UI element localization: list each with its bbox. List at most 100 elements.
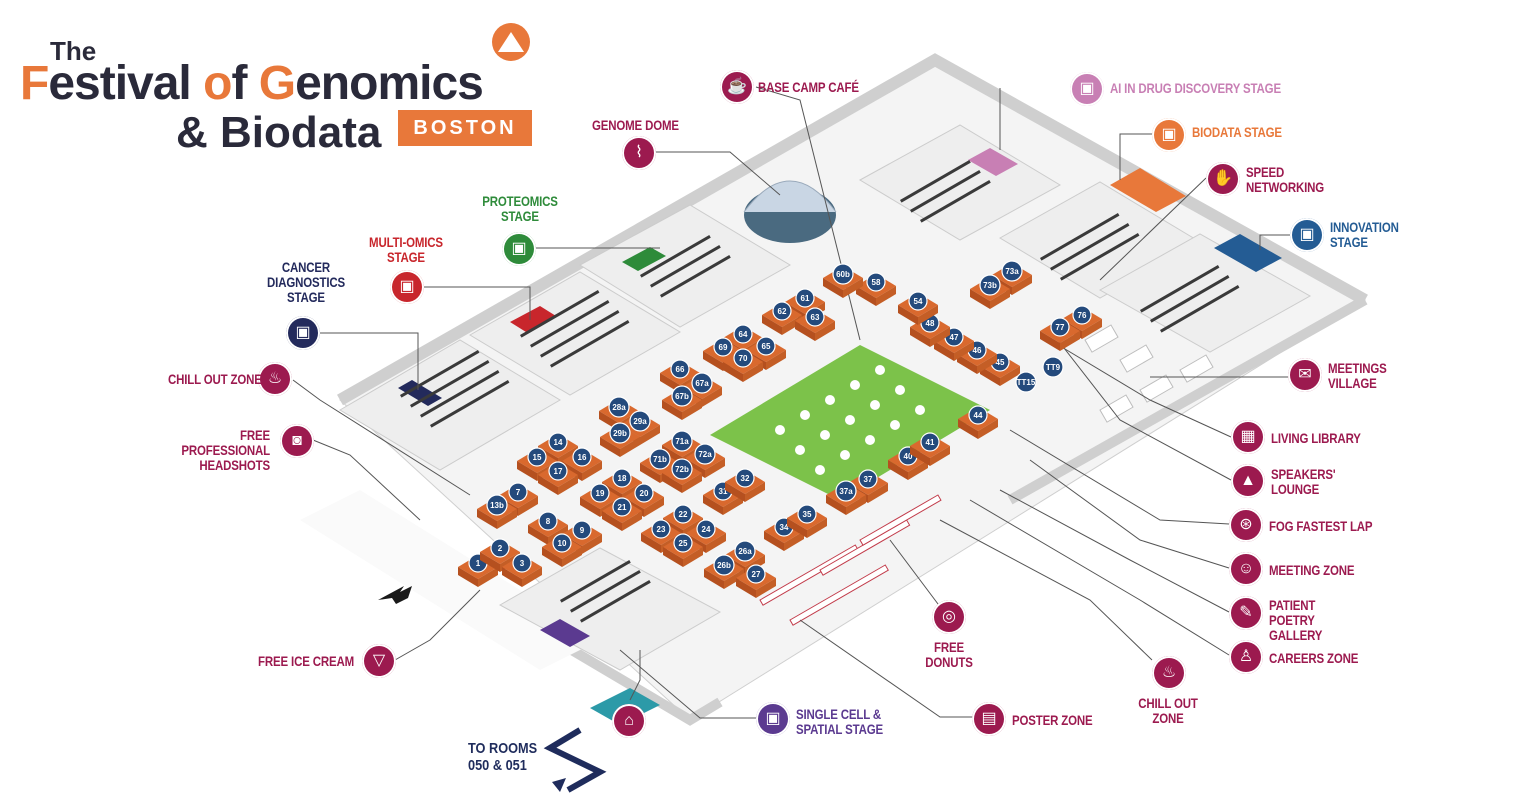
label-meetings-village[interactable]: MEETINGS VILLAGE <box>1328 360 1387 391</box>
dna-icon[interactable]: ⌇ <box>622 136 656 170</box>
booth-3[interactable]: 3 <box>502 553 542 587</box>
booth-13b[interactable]: 13b <box>477 494 517 529</box>
label-ai-in-drug-discovery-stage[interactable]: AI IN DRUG DISCOVERY STAGE <box>1110 80 1281 96</box>
booth-number-badge <box>772 301 792 321</box>
booth-number: 26a <box>738 547 752 556</box>
label-meeting-zone[interactable]: MEETING ZONE <box>1269 562 1355 578</box>
to-rooms-arrowhead <box>552 778 566 792</box>
label-chill-out-zone-left[interactable]: CHILL OUT ZONE <box>168 371 262 387</box>
meeting-icon[interactable]: ☺ <box>1229 552 1263 586</box>
donut-icon[interactable]: ◎ <box>932 600 966 634</box>
booth-41[interactable]: 41 <box>910 432 950 466</box>
podium-icon[interactable]: ▣ <box>286 316 320 350</box>
booth-17[interactable]: 17 <box>538 461 578 495</box>
booth-73b[interactable]: 73b <box>970 274 1010 309</box>
booth-TT15[interactable]: TT15 <box>1015 371 1037 393</box>
booth-16[interactable]: 16 <box>562 447 602 481</box>
label-free-ice-cream[interactable]: FREE ICE CREAM <box>258 653 354 669</box>
label-living-library[interactable]: LIVING LIBRARY <box>1271 430 1361 446</box>
booth-72a[interactable]: 72a <box>685 443 725 478</box>
booth-number-badge <box>673 504 693 524</box>
meetings-village-area <box>1084 324 1214 423</box>
podium-icon[interactable]: ▣ <box>1070 72 1104 106</box>
label-single-cell-spatial-stage[interactable]: SINGLE CELL & SPATIAL STAGE <box>796 706 883 737</box>
coffee-cup-icon[interactable]: ☕ <box>720 70 754 104</box>
ice-cream-icon[interactable]: ▽ <box>362 644 396 678</box>
booth-26b[interactable]: 26b <box>704 554 744 589</box>
booth-44[interactable]: 44 <box>958 405 998 439</box>
hanger-icon[interactable]: ⌂ <box>612 704 646 738</box>
label-speakers-lounge[interactable]: SPEAKERS' LOUNGE <box>1271 466 1336 497</box>
label-poster-zone[interactable]: POSTER ZONE <box>1012 712 1093 728</box>
booth-number: 8 <box>546 517 551 526</box>
podium-icon[interactable]: ▣ <box>756 702 790 736</box>
chat-bubble-icon[interactable]: ✉ <box>1288 358 1322 392</box>
booth-number: 1 <box>476 559 481 568</box>
label-careers-zone[interactable]: CAREERS ZONE <box>1269 650 1359 666</box>
label-base-camp-cafe[interactable]: BASE CAMP CAFÉ <box>758 79 859 95</box>
label-proteomics-stage[interactable]: PROTEOMICS STAGE <box>482 193 558 224</box>
booth-70[interactable]: 70 <box>723 348 763 382</box>
booth-side <box>784 531 804 551</box>
booth-2[interactable]: 2 <box>480 538 520 572</box>
label-speed-networking[interactable]: SPEED NETWORKING <box>1246 164 1325 195</box>
lounge-chair-icon[interactable]: ♨ <box>1152 656 1186 690</box>
booth-60b[interactable]: 60b <box>823 263 863 298</box>
booth-37a[interactable]: 37a <box>826 480 866 515</box>
booth-72b[interactable]: 72b <box>662 458 702 493</box>
booth-34[interactable]: 34 <box>764 517 804 551</box>
label-multi-omics-stage[interactable]: MULTI-OMICS STAGE <box>369 234 443 265</box>
booth-number: 45 <box>996 358 1005 367</box>
podium-icon[interactable]: ▣ <box>390 270 424 304</box>
person-icon[interactable]: ♙ <box>1229 640 1263 674</box>
quill-icon[interactable]: ✎ <box>1229 596 1263 630</box>
booth-21[interactable]: 21 <box>602 497 642 531</box>
label-to-rooms[interactable]: TO ROOMS 050 & 051 <box>468 740 538 774</box>
booth-62[interactable]: 62 <box>762 301 802 335</box>
booth-number-badge <box>609 422 631 444</box>
speaker-icon[interactable]: ▲ <box>1231 464 1265 498</box>
steering-wheel-icon[interactable]: ⊛ <box>1229 508 1263 542</box>
handshake-icon[interactable]: ✋ <box>1206 162 1240 196</box>
booth-27[interactable]: 27 <box>736 564 776 598</box>
booth-63[interactable]: 63 <box>795 307 835 341</box>
booth-10[interactable]: 10 <box>542 533 582 567</box>
label-fog-fastest-lap[interactable]: FOG FASTEST LAP <box>1269 518 1373 534</box>
label-genome-dome[interactable]: GENOME DOME <box>592 117 679 133</box>
booth-number: 71a <box>675 437 689 446</box>
booth-TT9[interactable]: TT9 <box>1042 356 1064 378</box>
camera-icon[interactable]: ◙ <box>280 424 314 458</box>
booth-side <box>856 286 876 306</box>
booth-32[interactable]: 32 <box>725 468 765 502</box>
booth-67b[interactable]: 67b <box>662 385 702 420</box>
label-free-professional-headshots[interactable]: FREE PROFESSIONAL HEADSHOTS <box>181 427 270 473</box>
booth-54[interactable]: 54 <box>898 291 938 325</box>
label-biodata-stage[interactable]: BIODATA STAGE <box>1192 124 1282 140</box>
poster-icon[interactable]: ▤ <box>972 702 1006 736</box>
label-free-donuts[interactable]: FREE DONUTS <box>925 639 973 670</box>
booth-side <box>518 496 538 516</box>
booth-number: 23 <box>657 525 666 534</box>
booth-number-badge <box>735 468 755 488</box>
booth-side <box>683 547 703 567</box>
booth-77[interactable]: 77 <box>1040 317 1080 351</box>
podium-icon[interactable]: ▣ <box>502 232 536 266</box>
booth-29b[interactable]: 29b <box>600 422 640 457</box>
booth-9[interactable]: 9 <box>562 520 602 554</box>
label-chill-out-zone-right[interactable]: CHILL OUT ZONE <box>1138 695 1198 726</box>
booth-side <box>980 366 1000 386</box>
lounge-chair-icon[interactable]: ♨ <box>258 362 292 396</box>
booth-58[interactable]: 58 <box>856 272 896 306</box>
podium-icon[interactable]: ▣ <box>1290 218 1324 252</box>
book-icon[interactable]: ▦ <box>1231 420 1265 454</box>
booth-35[interactable]: 35 <box>787 504 827 538</box>
booth-number: 34 <box>780 523 789 532</box>
booth-side <box>795 321 815 341</box>
booth-37[interactable]: 37 <box>848 469 888 503</box>
podium-icon[interactable]: ▣ <box>1152 118 1186 152</box>
label-patient-poetry-gallery[interactable]: PATIENT POETRY GALLERY <box>1269 597 1323 643</box>
booth-25[interactable]: 25 <box>663 533 703 567</box>
label-cancer-diagnostics-stage[interactable]: CANCER DIAGNOSTICS STAGE <box>267 259 345 305</box>
label-innovation-stage[interactable]: INNOVATION STAGE <box>1330 219 1399 250</box>
